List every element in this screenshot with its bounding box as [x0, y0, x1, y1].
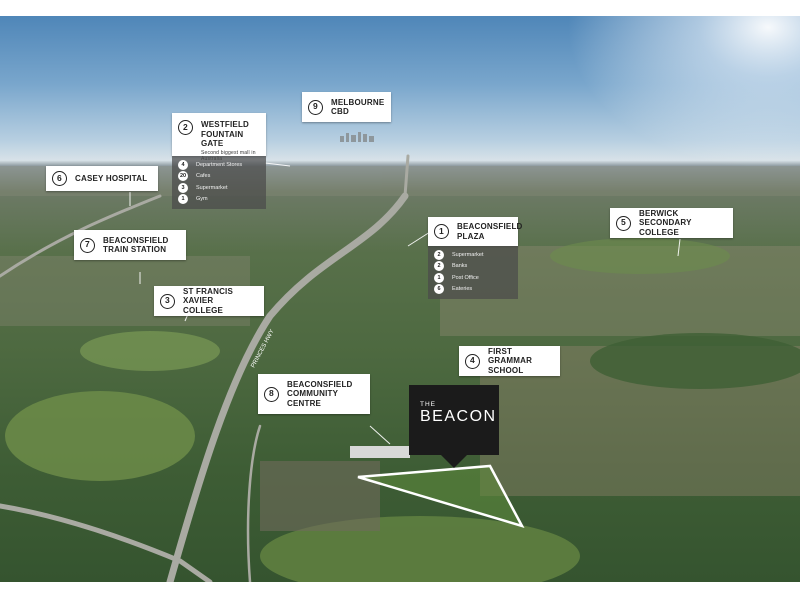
amenity-count: 6 [434, 284, 444, 295]
callout-number: 8 [264, 386, 279, 402]
callout-label: Plaza [457, 231, 485, 241]
amenity-label: Banks [452, 263, 468, 270]
amenity-count: 3 [178, 182, 188, 193]
callout-first-grammar-school: 4 First Grammar School [459, 346, 560, 376]
callout-label: Beaconsfield [457, 222, 523, 231]
callout-label: Westfield [201, 120, 250, 129]
amenity-row: 2 Banks [434, 261, 512, 273]
callout-westfield-fountain-gate: 2 Westfield Fountain Gate Second biggest… [172, 113, 266, 162]
callout-number: 4 [465, 353, 480, 369]
callout-number: 1 [434, 224, 449, 239]
amenity-row: 2 Supermarket [434, 249, 512, 261]
leader-lines [129, 162, 681, 445]
site-boundary [357, 464, 525, 529]
amenity-label: Supermarket [452, 251, 484, 258]
amenity-label: Eateries [452, 286, 473, 293]
callout-number: 3 [160, 293, 175, 309]
callout-label: College [183, 305, 224, 315]
callout-label: Fountain Gate [201, 129, 244, 149]
amenity-row: 3 Supermarket [178, 182, 260, 194]
development-marker-pointer [440, 454, 468, 468]
callout-casey-hospital: 6 Casey Hospital [46, 166, 158, 191]
callout-label: Community [287, 389, 339, 399]
callout-label: Berwick Secondary [639, 208, 692, 228]
amenity-row: 1 Post Office [434, 272, 512, 284]
callout-number: 6 [52, 171, 67, 186]
amenity-label: Gym [196, 196, 208, 203]
callout-number: 9 [308, 99, 323, 115]
callout-melbourne-cbd: 9 Melbourne CBD [302, 92, 391, 122]
callout-label: School [488, 365, 524, 375]
development-title: BEACON [420, 408, 497, 425]
amenity-label: Post Office [452, 274, 479, 281]
callout-beaconsfield-community-centre: 8 Beaconsfield Community Centre [258, 374, 370, 414]
callout-berwick-secondary-college: 5 Berwick Secondary College [610, 208, 733, 238]
callout-label: Centre [287, 398, 322, 408]
callout-beaconsfield-plaza: 1 Beaconsfield Plaza [428, 217, 522, 246]
amenity-row: 20 Cafes [178, 171, 260, 183]
amenity-count: 20 [178, 171, 188, 182]
amenity-count: 2 [434, 249, 444, 260]
amenity-label: Supermarket [196, 184, 228, 191]
callout-st-francis-xavier-college: 3 St Francis Xavier College [154, 286, 264, 316]
callout-number: 2 [178, 120, 193, 135]
amenity-label: Cafes [196, 173, 211, 180]
callout-label: Melbourne [331, 97, 385, 107]
callout-label: St Francis Xavier [183, 286, 233, 306]
aerial-map: PRINCES HWY [0, 16, 800, 582]
callout-label: Casey Hospital [75, 173, 148, 183]
highways [0, 154, 410, 582]
callout-label: First Grammar [488, 346, 533, 366]
development-marker: THE BEACON [409, 385, 499, 455]
amenity-count: 4 [178, 159, 188, 170]
city-skyline [340, 132, 374, 142]
amenity-row: 4 Department Stores [178, 159, 260, 171]
amenity-count: 2 [434, 261, 444, 272]
callout-number: 7 [80, 237, 95, 253]
callout-number: 5 [616, 215, 631, 231]
amenity-count: 1 [434, 272, 444, 283]
amenity-row: 1 Gym [178, 194, 260, 206]
amenity-row: 6 Eateries [434, 284, 512, 296]
callout-beaconsfield-train-station: 7 Beaconsfield Train Station [74, 230, 186, 260]
development-title-small: THE [420, 401, 436, 408]
callout-label: College [639, 227, 680, 237]
callout-label: Beaconsfield [287, 379, 353, 389]
housing-estate [260, 446, 410, 531]
callout-label: CBD [331, 107, 349, 116]
callout-label: Train Station [103, 245, 167, 254]
amenity-count: 1 [178, 194, 188, 205]
terrain-illustration: PRINCES HWY [0, 16, 800, 582]
callout-label: Beaconsfield [103, 235, 169, 245]
amenity-label: Department Stores [196, 161, 243, 168]
green-fields [5, 238, 800, 582]
